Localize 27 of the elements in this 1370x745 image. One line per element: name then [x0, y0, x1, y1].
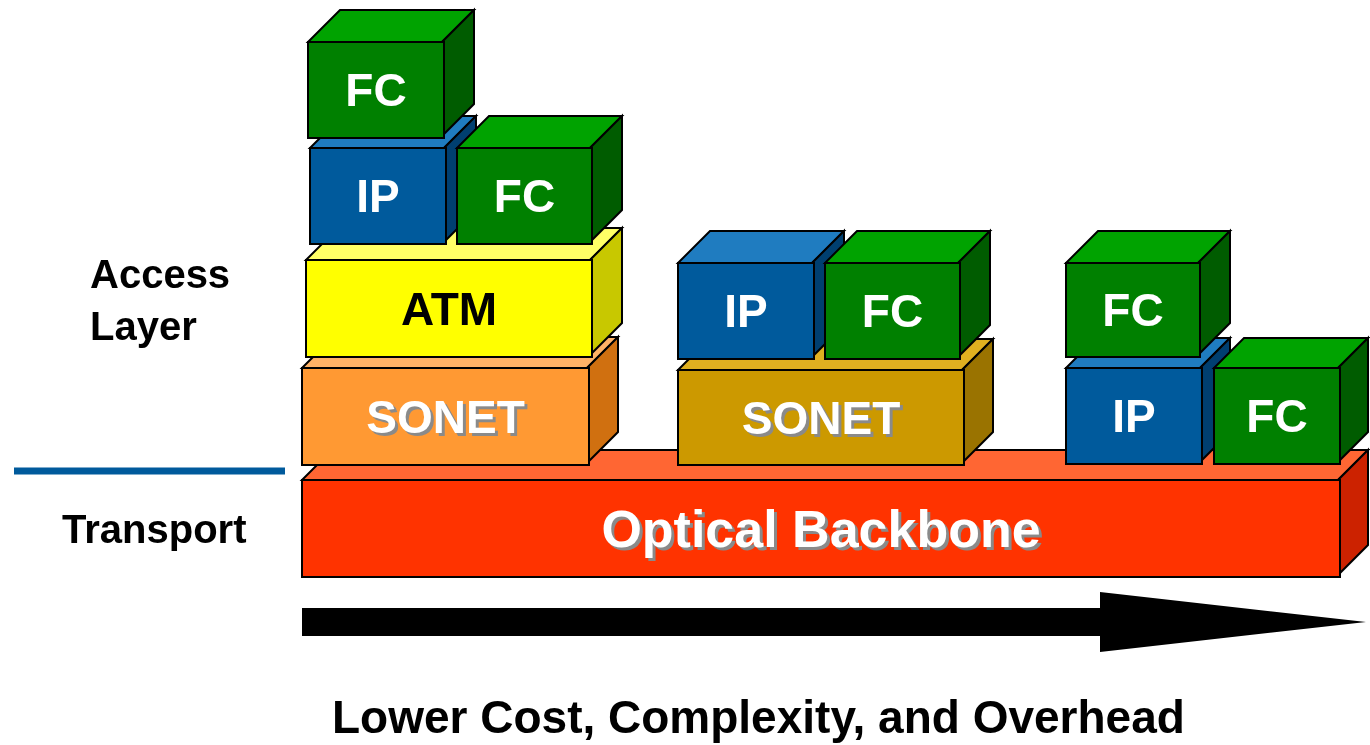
- layer-block: [677, 262, 815, 360]
- block-label: Optical Backbone: [600, 498, 1042, 560]
- layer-block: [301, 479, 1341, 578]
- layer-block: [677, 369, 965, 466]
- block-label: IP: [1111, 389, 1157, 444]
- block-label: FC: [860, 284, 925, 339]
- layer-block: [456, 147, 593, 245]
- layer-block: [1065, 367, 1203, 465]
- layer-block: [309, 147, 447, 245]
- block-label: SONET: [740, 390, 902, 446]
- block-label: IP: [723, 284, 769, 339]
- layer-block: [1065, 262, 1201, 358]
- layer-block: [305, 259, 593, 358]
- axis-caption: Lower Cost, Complexity, and Overhead: [332, 690, 1186, 745]
- layer-block: [824, 262, 961, 360]
- layer-label: Access Layer: [90, 251, 232, 350]
- layer-block: [307, 41, 445, 139]
- block-label: FC: [344, 63, 408, 118]
- block-label: IP: [355, 169, 401, 224]
- block-label: ATM: [399, 281, 499, 337]
- layer-block: [1213, 367, 1341, 465]
- block-label: FC: [492, 169, 557, 224]
- block-label: FC: [1101, 283, 1165, 338]
- block-label: SONET: [365, 389, 526, 445]
- block-label: FC: [1245, 389, 1309, 444]
- layer-block: [301, 367, 590, 466]
- layer-label: Transport: [62, 506, 248, 553]
